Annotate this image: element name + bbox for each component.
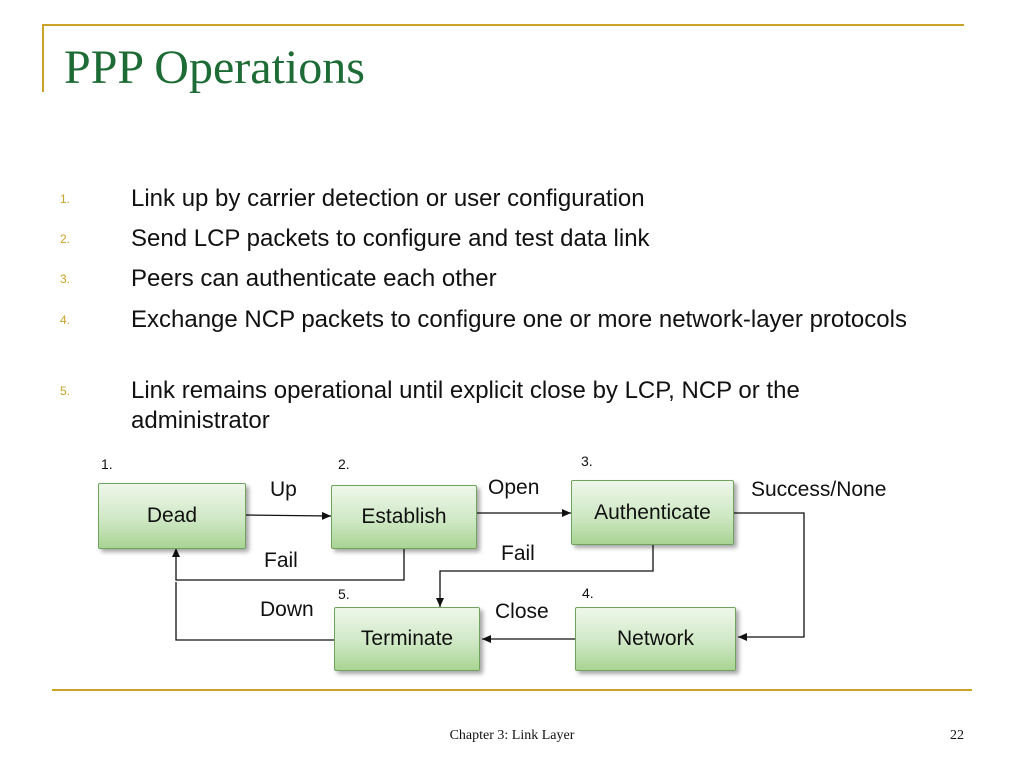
top-frame-line — [42, 24, 964, 26]
transition-arrows — [172, 509, 805, 643]
state-establish: Establish — [331, 485, 477, 549]
page-number: 22 — [950, 728, 964, 743]
bullet-text: Link up by carrier detection or user con… — [131, 185, 645, 212]
bullet-number: 2. — [60, 232, 71, 246]
transition-label-down: Down — [260, 598, 314, 621]
footer-chapter: Chapter 3: Link Layer — [449, 728, 575, 743]
step-number-establish: 2. — [338, 456, 350, 472]
step-number-authenticate: 3. — [581, 453, 593, 469]
bullet-number: 3. — [60, 272, 71, 286]
arrow-authenticate-to-network — [734, 512, 805, 641]
state-dead: Dead — [98, 483, 246, 549]
transition-label-fail-authenticate: Fail — [501, 542, 535, 565]
bullet-text: Exchange NCP packets to configure one or… — [131, 306, 907, 333]
transition-label-fail-establish: Fail — [264, 549, 298, 572]
bullet-text: Peers can authenticate each other — [131, 265, 497, 292]
ppp-state-diagram: Dead Establish Authenticate Network Term… — [98, 453, 887, 671]
bullet-number: 5. — [60, 384, 71, 398]
transition-label-up: Up — [270, 478, 297, 501]
bullet-text: Link remains operational until explicit … — [131, 377, 800, 434]
transition-label-close: Close — [495, 600, 549, 623]
bullet-text: Send LCP packets to configure and test d… — [131, 225, 650, 252]
state-terminate: Terminate — [334, 607, 480, 671]
transition-label-open: Open — [488, 476, 540, 499]
step-number-dead: 1. — [101, 456, 113, 472]
state-authenticate: Authenticate — [571, 480, 734, 545]
arrow-establish-fail-to-dead — [172, 548, 405, 581]
arrow-authenticate-fail-to-terminate — [436, 545, 654, 607]
slide-title: PPP Operations — [64, 41, 365, 94]
arrow-terminate-down-to-dead — [175, 582, 334, 641]
state-network: Network — [575, 607, 736, 671]
bullet-number: 4. — [60, 313, 71, 327]
bullet-list: 1. Link up by carrier detection or user … — [60, 185, 907, 434]
left-frame-line — [42, 24, 44, 92]
footer-line — [52, 689, 972, 691]
transition-label-success-none: Success/None — [751, 478, 887, 501]
arrow-dead-to-establish — [245, 511, 332, 520]
step-number-network: 4. — [582, 585, 594, 601]
bullet-number: 1. — [60, 192, 71, 206]
step-number-terminate: 5. — [338, 586, 350, 602]
